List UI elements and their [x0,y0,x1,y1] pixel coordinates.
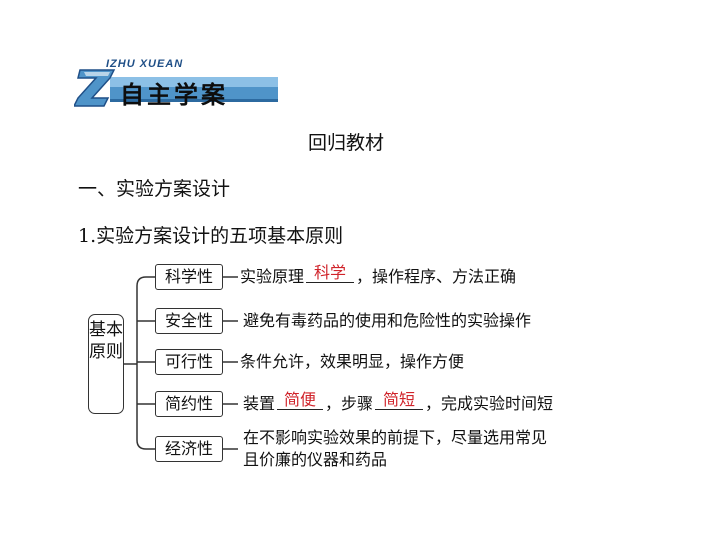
logo-banner: IZHU XUEAN 自主学案 [74,58,280,109]
answer-blank-scientific: 科学 [306,264,355,283]
desc-feasibility: 条件允许，效果明显，操作方便 [240,352,465,371]
node-safety: 安全性 [155,308,223,334]
subheading: 1.实验方案设计的五项基本原则 [78,225,344,247]
logo-band [110,77,278,102]
desc-simplicity-before: 装置 [243,394,276,413]
desc-economy-line2: 且价廉的仪器和药品 [243,450,388,469]
node-simplicity: 简约性 [155,391,223,417]
desc-economy: 在不影响实验效果的前提下，尽量选用常见 且价廉的仪器和药品 [243,427,623,471]
desc-safety: 避免有毒药品的使用和危险性的实验操作 [243,311,532,330]
answer-blank-simplicity-2: 简短 [375,391,424,410]
desc-simplicity-middle: ，步骤 [325,394,374,413]
z-logo-icon [74,69,116,107]
node-feasibility: 可行性 [155,349,223,375]
desc-scientific: 实验原理科学，操作程序、方法正确 [240,264,517,288]
answer-blank-simplicity-1: 简便 [277,391,324,410]
desc-simplicity-after: ，完成实验时间短 [425,394,554,413]
node-economy: 经济性 [155,436,223,462]
logo-title: 自主学案 [120,81,228,109]
root-node: 基本原则 [88,314,124,414]
logo-pinyin: IZHU XUEAN [106,58,184,70]
heading: 一、实验方案设计 [78,178,231,200]
desc-simplicity: 装置简便，步骤简短，完成实验时间短 [243,391,554,415]
section-title: 回归教材 [308,132,385,154]
desc-scientific-before: 实验原理 [240,267,305,286]
desc-scientific-after: ，操作程序、方法正确 [356,267,517,286]
root-label: 基本原则 [89,320,123,362]
desc-economy-line1: 在不影响实验效果的前提下，尽量选用常见 [243,428,548,447]
node-scientific: 科学性 [155,264,223,290]
